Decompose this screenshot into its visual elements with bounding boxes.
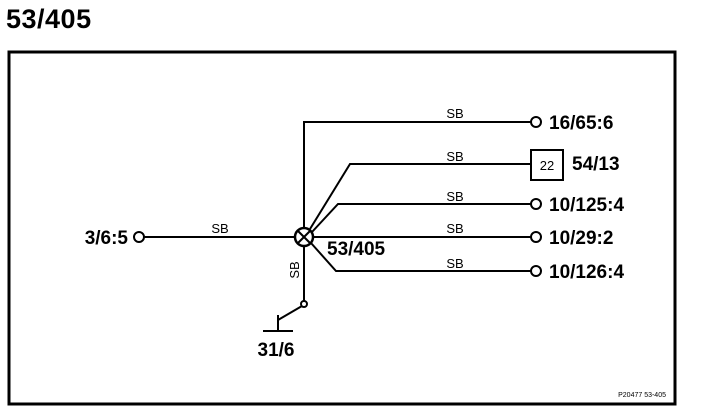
- ground-switch-node: [300, 300, 308, 308]
- component-box-22: [530, 149, 564, 181]
- connector-terminal-16-65-6: [530, 116, 542, 128]
- diagram-frame: [7, 50, 677, 406]
- connector-terminal-3-6-5: [133, 231, 145, 243]
- splice-icon: [293, 226, 315, 248]
- component-box-number: 22: [540, 158, 554, 173]
- wire-branch-1: [303, 121, 531, 228]
- connector-terminal-10-126-4: [530, 265, 542, 277]
- wire-branch-5: [310, 242, 531, 272]
- ground-label: 31/6: [258, 340, 295, 361]
- page-title: 53/405: [6, 4, 92, 34]
- branch-4-wire-color: SB: [446, 221, 463, 236]
- branch-5-label: 10/126:4: [549, 262, 624, 283]
- branch-5-wire-color: SB: [446, 256, 463, 271]
- branch-4-label: 10/29:2: [549, 228, 613, 249]
- branch-3-wire-color: SB: [446, 189, 463, 204]
- left-wire-color-label: SB: [211, 221, 228, 236]
- splice-label: 53/405: [327, 239, 386, 260]
- wire-branch-3: [311, 203, 531, 233]
- left-connector-label: 3/6:5: [85, 228, 129, 249]
- branch-1-label: 16/65:6: [549, 113, 613, 134]
- branch-1-wire-color: SB: [446, 106, 463, 121]
- wire-branch-2: [309, 163, 531, 230]
- connector-terminal-10-125-4: [530, 198, 542, 210]
- branch-2-label: 54/13: [572, 154, 620, 175]
- ground-switch-arm: [277, 305, 303, 321]
- connector-terminal-10-29-2: [530, 231, 542, 243]
- branch-2-wire-color: SB: [446, 149, 463, 164]
- footer-reference: P20477 53-405: [618, 392, 666, 399]
- ground-wire-color: SB: [287, 261, 302, 278]
- branch-3-label: 10/125:4: [549, 195, 624, 216]
